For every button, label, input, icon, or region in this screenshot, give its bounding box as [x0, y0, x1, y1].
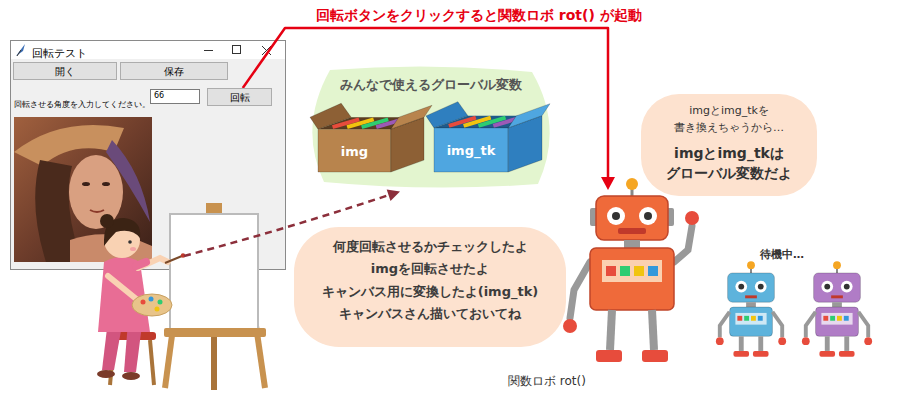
app-window: 回転テスト回転させる角度を入力してください。 開く 保存 66 回転 — [10, 40, 286, 270]
variable-group: みんなで使えるグローバル変数 img img_tk — [300, 66, 562, 188]
button-label: 開く — [55, 65, 75, 78]
push-button: 保存 — [120, 62, 228, 80]
window-title: 回転テスト — [32, 47, 87, 60]
robot-figure — [560, 190, 700, 375]
bubble-line: キャンバス用に変換したよ(img_tk) — [322, 284, 539, 299]
edge-label-text: 回転ボタンをクリックすると関数ロボ rot() が起動 — [316, 7, 642, 23]
variable-name: img_tk — [447, 143, 496, 158]
flow-arrow — [243, 28, 615, 190]
edge-label: 回転ボタンをクリックすると関数ロボ rot() が起動 — [313, 5, 645, 25]
variable-name: img — [341, 144, 368, 159]
robot-label: 関数ロボ rot() — [508, 374, 586, 388]
status-label: 待機中… — [760, 248, 804, 261]
bubble-line: キャンバスさん描いておいてね — [339, 306, 521, 321]
group-title: みんなで使えるグローバル変数 — [340, 77, 522, 92]
bubble-line: imgを回転させたよ — [371, 261, 489, 276]
speech-bubble: imgとimg_tkを 書き換えちゃうから… imgとimg_tkは グローバル変… — [640, 93, 818, 197]
bubble-line: 何度回転させるかチェックしたよ — [333, 239, 528, 254]
speech-bubble: 何度回転させるかチェックしたよ imgを回転させたよキャンバス用に変換したよ(im… — [293, 226, 567, 348]
text-input: 66 — [150, 89, 200, 104]
variable-box: img_tk — [432, 102, 544, 174]
box-drawing — [316, 104, 426, 174]
bubble-note: imgとimg_tkは グローバル変数だよ — [649, 143, 809, 184]
push-button: 開く — [13, 62, 117, 80]
bubble-note: imgとimg_tkを 書き換えちゃうから… — [649, 103, 809, 136]
button-label: 保存 — [164, 65, 184, 78]
push-button: 回転 — [207, 88, 272, 106]
field-label: 回転させる角度を入力してください。 — [14, 100, 150, 109]
function-robot: 関数ロボ rot() — [560, 190, 700, 375]
variable-box: img — [316, 104, 426, 174]
input-value: 66 — [154, 91, 164, 101]
button-label: 回転 — [230, 91, 250, 104]
box-drawing — [432, 102, 544, 174]
